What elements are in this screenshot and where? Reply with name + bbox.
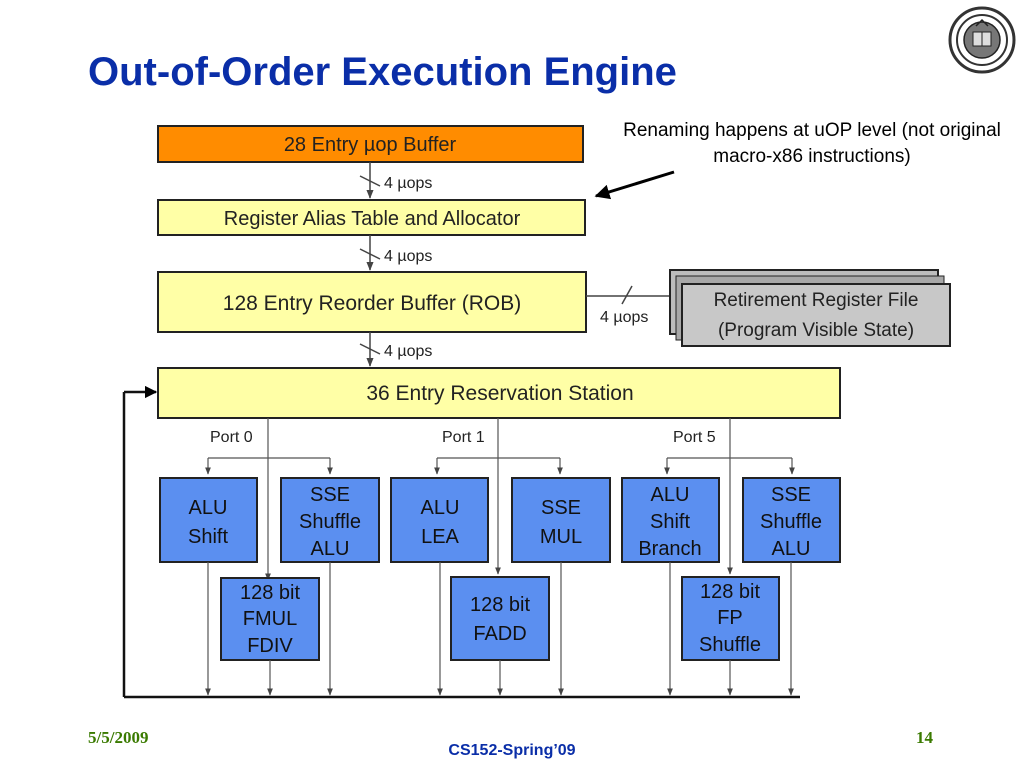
unit-text: ALU [311, 538, 350, 560]
rat-box: Register Alias Table and Allocator [157, 199, 586, 236]
footer-date: 5/5/2009 [88, 728, 149, 747]
width-label: 4 µops [600, 309, 648, 326]
unit-text: 128 bit [240, 582, 300, 604]
unit-text: ALU [421, 497, 460, 519]
reservation-station-label: 36 Entry Reservation Station [366, 382, 633, 405]
unit-text: FMUL [243, 608, 297, 630]
unit-text: ALU [651, 484, 690, 506]
footer-course: CS152-Spring’09 [448, 742, 576, 759]
port-5-wiring [664, 418, 795, 575]
footer-page-number: 14 [916, 728, 933, 747]
slide-title: Out-of-Order Execution Engine [88, 50, 677, 94]
unit-text: SSE [310, 484, 350, 506]
width-label: 4 µops [384, 343, 432, 360]
unit-port1-sse: SSE MUL [511, 477, 611, 563]
unit-text: SSE [771, 484, 811, 506]
uop-buffer-label: 28 Entry µop Buffer [284, 134, 457, 156]
unit-text: 128 bit [470, 594, 530, 616]
renaming-note: Renaming happens at uOP level (not origi… [623, 120, 1001, 167]
university-seal-icon [948, 6, 1016, 74]
retire-arrow: 4 µops [586, 285, 681, 326]
width-label: 4 µops [384, 248, 432, 265]
rat-label: Register Alias Table and Allocator [224, 208, 521, 230]
unit-text: MUL [540, 526, 582, 548]
rrf-label-line1: Retirement Register File [714, 290, 919, 311]
unit-port0-sse: SSE Shuffle ALU [280, 477, 380, 563]
rob-label: 128 Entry Reorder Buffer (ROB) [223, 292, 521, 315]
unit-port1-fadd: 128 bit FADD [450, 576, 550, 661]
unit-text: ALU [772, 538, 811, 560]
unit-text: Shuffle [699, 634, 761, 656]
writeback-arrows [205, 562, 794, 696]
port-0-label: Port 0 [210, 429, 253, 446]
flow-arrow-3: 4 µops [359, 332, 432, 367]
port-5-label: Port 5 [673, 429, 716, 446]
port-0-wiring [205, 418, 333, 581]
unit-port5-alu: ALU Shift Branch [621, 477, 720, 563]
port-1-wiring [434, 418, 563, 575]
unit-port0-alu: ALU Shift [159, 477, 258, 563]
unit-port5-sse: SSE Shuffle ALU [742, 477, 841, 563]
unit-text: 128 bit [700, 581, 760, 603]
retirement-register-file-box: Retirement Register File (Program Visibl… [669, 269, 951, 347]
unit-port5-fp-shuffle: 128 bit FP Shuffle [681, 576, 780, 661]
rob-box: 128 Entry Reorder Buffer (ROB) [157, 271, 587, 333]
rrf-label-line2: (Program Visible State) [718, 320, 914, 341]
feedback-bus [122, 385, 800, 699]
width-label: 4 µops [384, 175, 432, 192]
unit-text: Shift [188, 526, 228, 548]
port-1-label: Port 1 [442, 429, 485, 446]
unit-text: Shuffle [760, 511, 822, 533]
unit-text: Shift [650, 511, 690, 533]
unit-text: FADD [473, 623, 526, 645]
unit-text: SSE [541, 497, 581, 519]
reservation-station-box: 36 Entry Reservation Station [157, 367, 841, 419]
unit-text: FP [717, 607, 743, 629]
unit-text: Branch [638, 538, 701, 560]
unit-text: LEA [421, 526, 459, 548]
unit-text: ALU [189, 497, 228, 519]
unit-text: Shuffle [299, 511, 361, 533]
flow-arrow-1: 4 µops [359, 162, 432, 199]
annotation-arrow [594, 170, 675, 200]
uop-buffer-box: 28 Entry µop Buffer [157, 125, 584, 163]
unit-text: FDIV [247, 635, 293, 657]
unit-port0-fmul: 128 bit FMUL FDIV [220, 577, 320, 661]
unit-port1-alu: ALU LEA [390, 477, 489, 563]
flow-arrow-2: 4 µops [359, 235, 432, 271]
